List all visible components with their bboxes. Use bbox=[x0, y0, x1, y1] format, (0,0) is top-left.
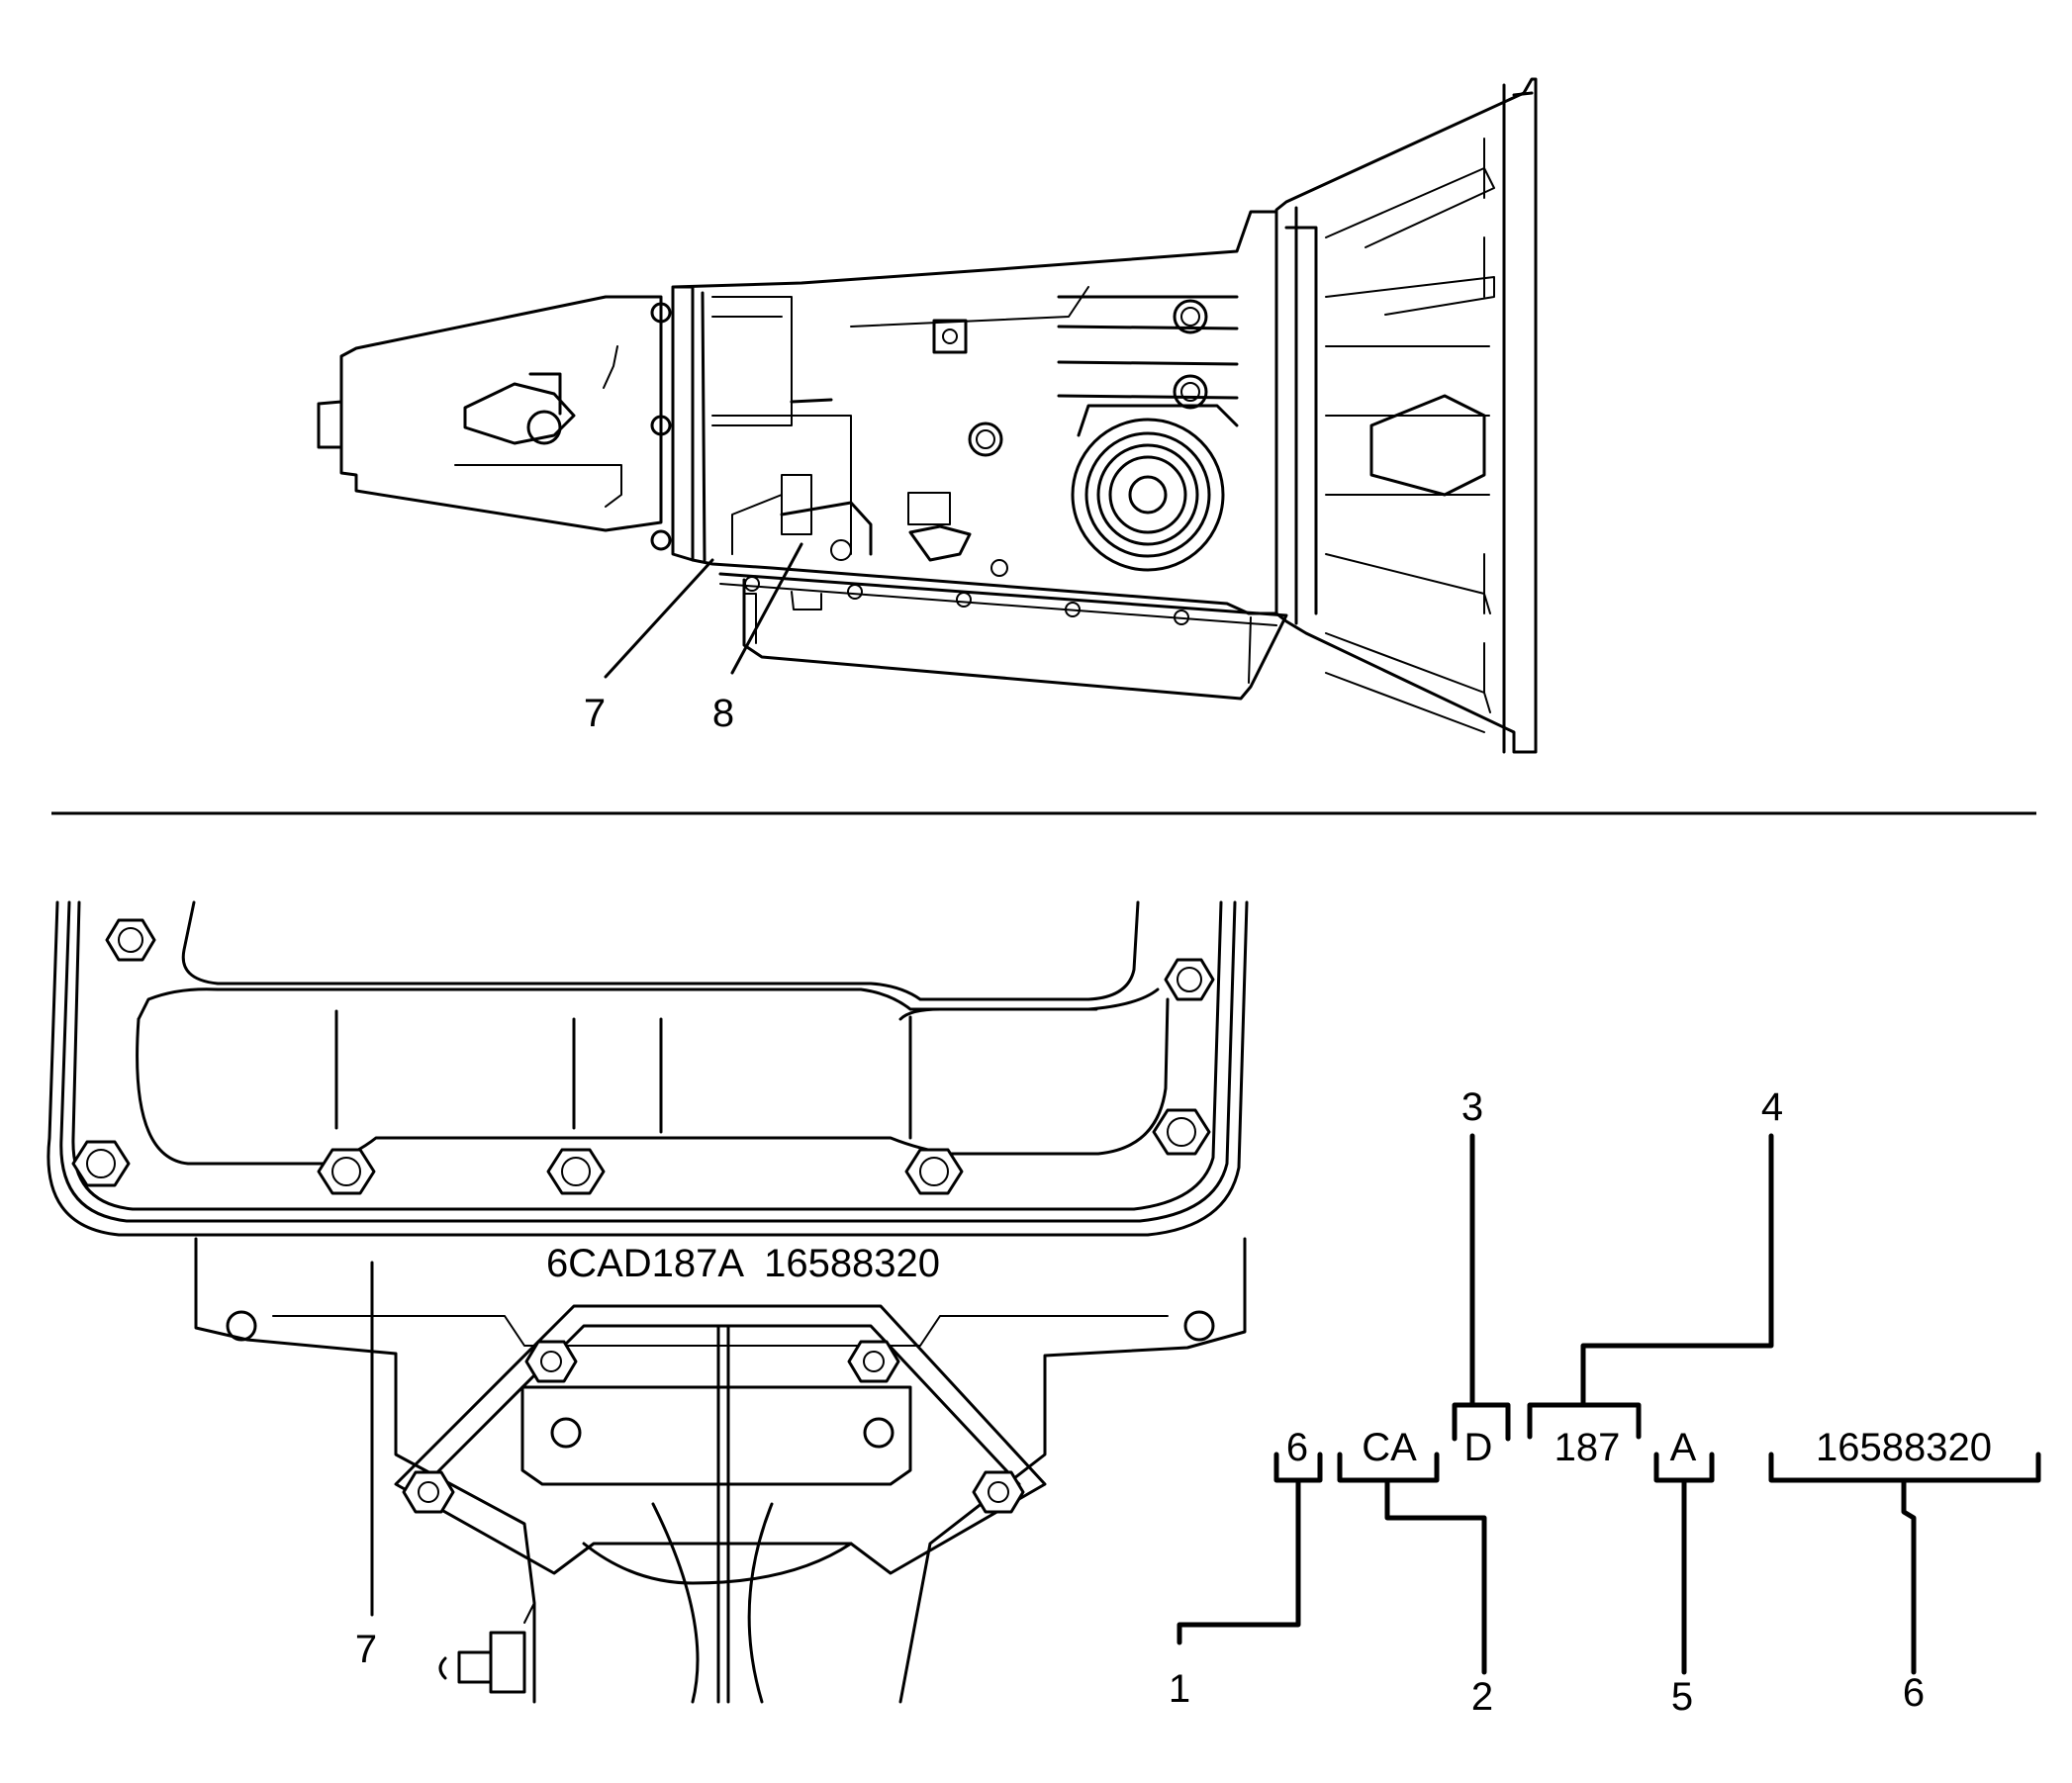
leader-2 bbox=[1384, 1477, 1487, 1675]
pan-bolt bbox=[1164, 958, 1215, 1001]
code-breakdown: 6 CA D 187 A 16588320 bbox=[1177, 1133, 2041, 1675]
pan-id-stamp: 6CAD187A 16588320 bbox=[546, 1242, 940, 1285]
pan-bolt bbox=[904, 1148, 964, 1195]
code-segment-day: 187 bbox=[1554, 1426, 1621, 1469]
pan-bolt bbox=[546, 1148, 606, 1195]
oil-pan-bottom-view bbox=[47, 900, 1249, 1704]
code-segment-shift: A bbox=[1670, 1426, 1697, 1469]
callout-code-3: 3 bbox=[1461, 1085, 1483, 1129]
pan-bolt bbox=[317, 1148, 376, 1195]
leader-4 bbox=[1580, 1133, 1774, 1408]
leader-6 bbox=[1901, 1477, 1917, 1675]
code-segment-model: D bbox=[1464, 1426, 1493, 1469]
pan-bolt bbox=[1152, 1108, 1211, 1156]
top-callout-leaders bbox=[604, 542, 803, 679]
callout-7-bottom: 7 bbox=[355, 1628, 377, 1671]
extension-bolt bbox=[847, 1340, 900, 1383]
callout-code-5: 5 bbox=[1671, 1675, 1693, 1719]
leader-1 bbox=[1177, 1477, 1301, 1645]
callout-code-4: 4 bbox=[1761, 1085, 1783, 1129]
callout-code-1: 1 bbox=[1169, 1667, 1190, 1711]
pan-bolt bbox=[105, 918, 156, 962]
code-segment-part-number: 16588320 bbox=[1816, 1426, 1992, 1469]
transmission-side-view bbox=[317, 77, 1538, 754]
callout-7-top: 7 bbox=[584, 692, 606, 735]
extension-bolt bbox=[972, 1470, 1025, 1514]
callout-code-2: 2 bbox=[1471, 1675, 1493, 1719]
extension-bolt bbox=[402, 1470, 455, 1514]
callout-code-6: 6 bbox=[1903, 1671, 1925, 1715]
code-segment-plant: CA bbox=[1362, 1426, 1417, 1469]
bracket-model bbox=[1452, 1402, 1511, 1442]
pan-bolt bbox=[71, 1140, 131, 1187]
callout-8-top: 8 bbox=[712, 692, 734, 735]
extension-bolt bbox=[524, 1340, 578, 1383]
code-segment-year: 6 bbox=[1286, 1426, 1308, 1469]
